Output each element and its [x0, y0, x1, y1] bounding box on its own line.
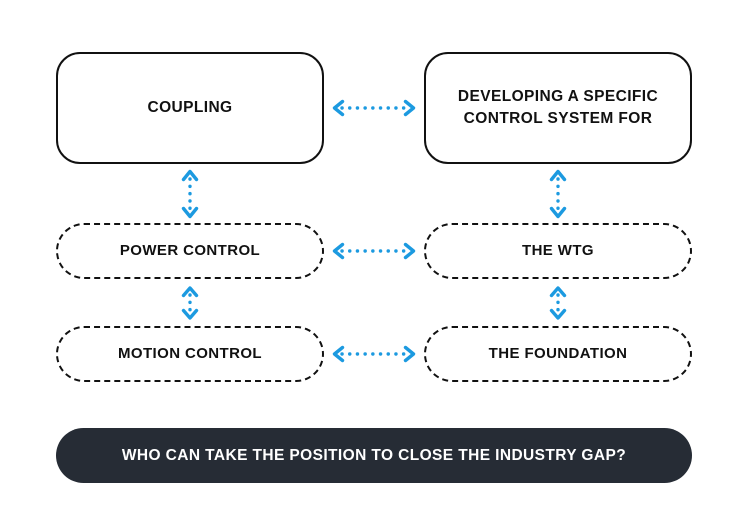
- node-motion-control: MOTION CONTROL: [56, 326, 324, 382]
- node-the-wtg: THE WTG: [424, 223, 692, 279]
- node-the-foundation-label: THE FOUNDATION: [488, 345, 628, 363]
- connector-vertical-left-lower: [180, 285, 200, 321]
- node-developing-label-line1: DEVELOPING A SPECIFIC: [457, 87, 659, 105]
- node-motion-control-label: MOTION CONTROL: [118, 345, 262, 363]
- node-developing-label: DEVELOPING A SPECIFIC CONTROL SYSTEM FOR: [458, 86, 658, 131]
- node-the-wtg-label: THE WTG: [522, 242, 594, 260]
- node-coupling-label: COUPLING: [147, 98, 233, 116]
- connector-horizontal-row2: [330, 241, 418, 261]
- industry-gap-banner-text: WHO CAN TAKE THE POSITION TO CLOSE THE I…: [121, 446, 627, 464]
- connector-vertical-right-upper: [548, 168, 568, 220]
- node-power-control-label: POWER CONTROL: [119, 242, 261, 260]
- industry-gap-banner: WHO CAN TAKE THE POSITION TO CLOSE THE I…: [56, 428, 692, 483]
- connector-vertical-left-upper: [180, 168, 200, 220]
- node-power-control: POWER CONTROL: [56, 223, 324, 279]
- connector-horizontal-row3: [330, 344, 418, 364]
- node-coupling: COUPLING: [56, 52, 324, 164]
- node-the-foundation: THE FOUNDATION: [424, 326, 692, 382]
- node-developing-control-system: DEVELOPING A SPECIFIC CONTROL SYSTEM FOR: [424, 52, 692, 164]
- connector-horizontal-row1: [330, 98, 418, 118]
- connector-vertical-right-lower: [548, 285, 568, 321]
- node-developing-label-line2: CONTROL SYSTEM FOR: [463, 110, 653, 127]
